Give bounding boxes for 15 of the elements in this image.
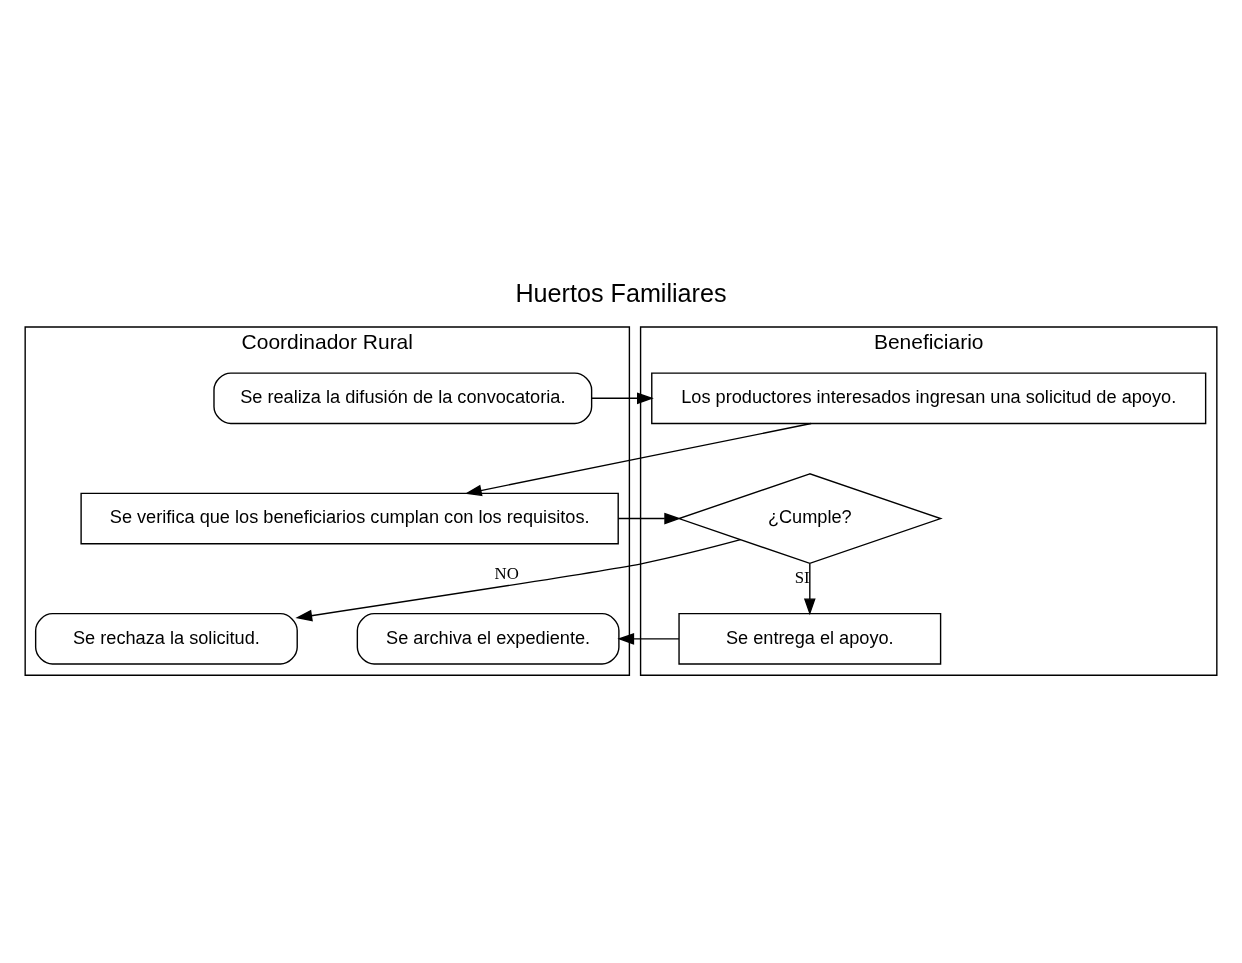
node-box: Se rechaza la solicitud. [34, 612, 298, 665]
arrow [803, 563, 816, 616]
arrow [591, 392, 654, 405]
diagram-title: Huertos Familiares [515, 279, 727, 308]
edge-label: SI [794, 568, 810, 588]
arrow [617, 512, 682, 525]
arrow [295, 538, 742, 622]
node-box: Se archiva el expediente. [356, 612, 620, 665]
arrow [617, 632, 680, 645]
node-box: Los productores interesados ingresan una solicitud de apoyo. [651, 372, 1207, 425]
node-box: Se realiza la difusión de la convocatoria. [213, 372, 593, 425]
edge-label: NO [494, 563, 519, 583]
node-box: Se verifica que los beneficiarios cumplan con los requisitos. [80, 492, 619, 545]
arrow [464, 422, 812, 497]
node-box: Se entrega el apoyo. [678, 612, 942, 665]
